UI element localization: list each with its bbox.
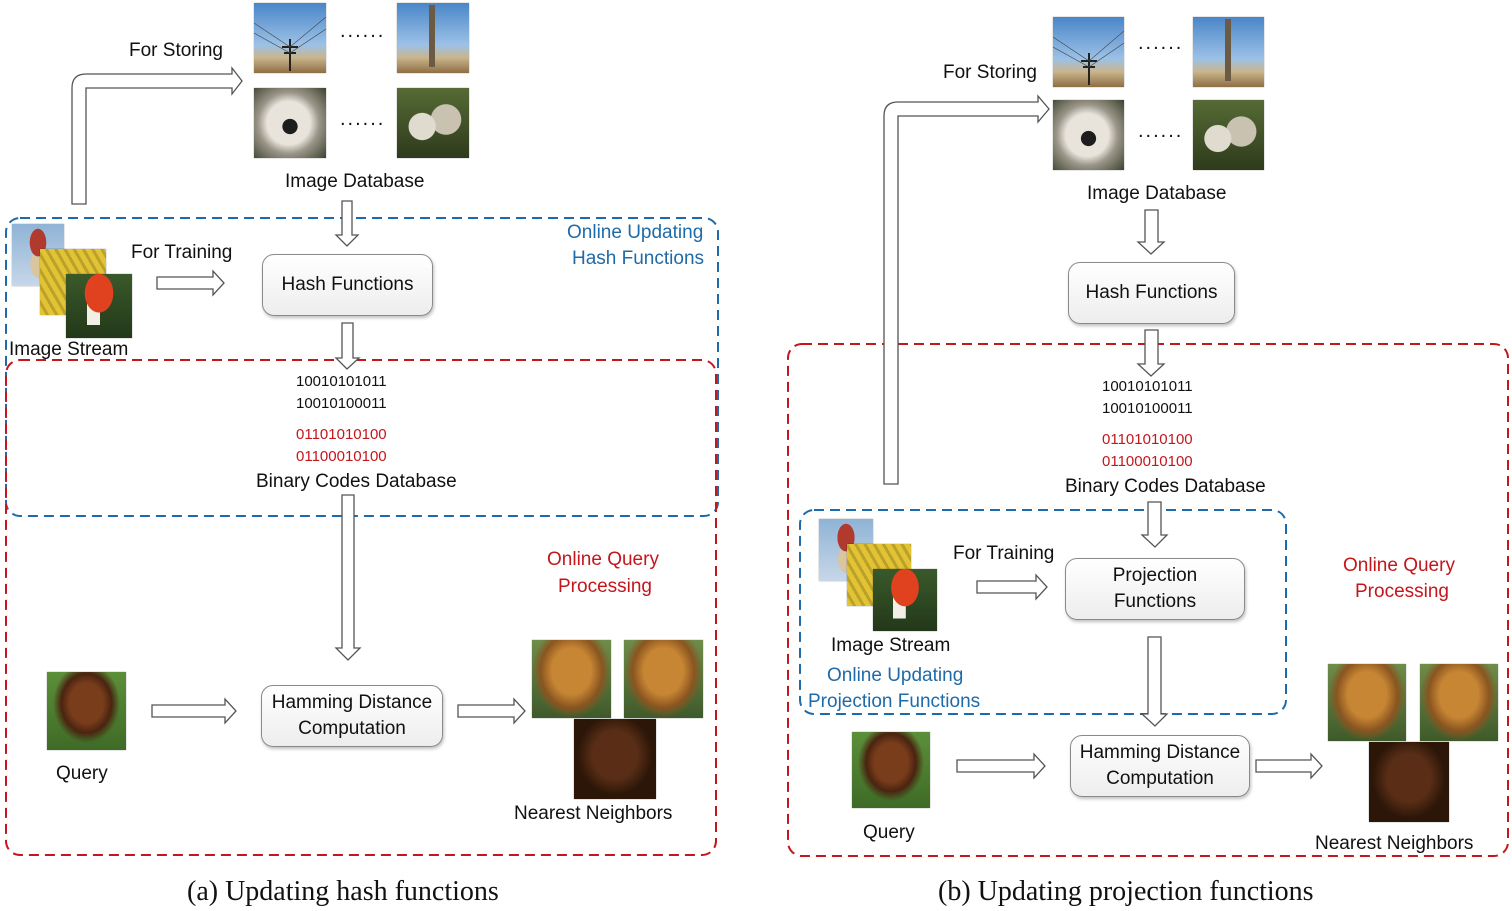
arrow-db-to-hash-b (1136, 209, 1166, 255)
arrow-codes-to-projection-b (1140, 501, 1169, 548)
code-red-2-b: 01100010100 (1102, 453, 1193, 470)
online-query-label-b-line1: Online Query (1343, 555, 1455, 576)
pylon-icon (254, 16, 326, 71)
arrow-hash-to-codes-a (334, 322, 361, 370)
code-red-2-a: 01100010100 (296, 448, 387, 465)
ellipsis-top-a: ...... (340, 20, 386, 42)
image-database-label-b: Image Database (1087, 183, 1227, 204)
code-black-1-b: 10010101011 (1102, 378, 1193, 395)
code-red-1-b: 01101010100 (1102, 431, 1193, 448)
for-training-label-b: For Training (953, 543, 1055, 564)
code-black-2-a: 10010100011 (296, 395, 387, 412)
tower-icon (1225, 19, 1231, 81)
neighbor-image-2-a (624, 640, 703, 718)
stream-image-mushroom-a (66, 274, 132, 338)
neighbor-image-1-a (532, 640, 611, 718)
online-updating-label-b-line1: Online Updating (827, 665, 964, 686)
projection-functions-box-b: Projection Functions (1065, 558, 1245, 620)
for-storing-label-b: For Storing (943, 62, 1037, 83)
storing-arrow-a (71, 66, 243, 205)
neighbor-image-3-a (574, 719, 656, 799)
storing-arrow-b (883, 94, 1050, 485)
binary-codes-database-label-a: Binary Codes Database (256, 471, 457, 492)
projection-label-line1: Projection (1112, 565, 1198, 586)
arrow-projection-to-hamming-b (1140, 636, 1169, 727)
nearest-neighbors-label-b: Nearest Neighbors (1315, 833, 1474, 854)
hash-functions-label-b: Hash Functions (1085, 282, 1218, 303)
code-black-2-b: 10010100011 (1102, 400, 1193, 417)
code-red-1-a: 01101010100 (296, 426, 387, 443)
online-updating-label-a-line1: Online Updating (567, 222, 704, 243)
arrow-training-a (156, 269, 225, 297)
hash-functions-box-b: Hash Functions (1068, 262, 1235, 324)
hamming-label-a-line2: Computation (298, 718, 406, 739)
tower-icon (429, 5, 435, 67)
database-image-monkeys-b (1193, 100, 1264, 170)
pylon-icon (1053, 30, 1124, 85)
projection-label-line2: Functions (1113, 591, 1197, 612)
online-updating-hash-region (5, 217, 719, 517)
query-label-b: Query (863, 822, 915, 843)
hamming-label-b-line2: Computation (1106, 768, 1214, 789)
query-image-b (852, 732, 930, 808)
neighbor-image-2-b (1420, 664, 1498, 741)
arrow-query-to-hamming-a (151, 697, 237, 725)
code-black-1-a: 10010101011 (296, 373, 387, 390)
query-label-a: Query (56, 763, 108, 784)
online-query-region-a (5, 359, 717, 856)
caption-b: (b) Updating projection functions (938, 876, 1314, 907)
arrow-hash-to-codes-b (1136, 329, 1166, 377)
database-image-monkey-b (1053, 100, 1124, 170)
online-query-label-b-line2: Processing (1355, 581, 1449, 602)
query-image-a (47, 672, 126, 750)
for-training-label-a: For Training (131, 242, 233, 263)
ellipsis-bottom-b: ...... (1138, 120, 1184, 142)
hamming-box-b: Hamming Distance Computation (1070, 735, 1250, 797)
arrow-codes-to-hamming-a (334, 494, 362, 661)
arrow-hamming-to-neighbors-b (1255, 752, 1323, 780)
neighbor-image-1-b (1328, 664, 1406, 741)
binary-codes-list-a: 10010101011 10010100011 01101010100 0110… (296, 371, 387, 468)
hash-functions-box-a: Hash Functions (262, 254, 433, 316)
database-image-pylon-a (254, 3, 326, 73)
stream-image-mushroom-b (873, 569, 937, 631)
for-storing-label-a: For Storing (129, 40, 223, 61)
online-updating-label-a-line2: Hash Functions (572, 248, 705, 269)
hamming-box-a: Hamming Distance Computation (261, 685, 443, 747)
online-updating-projection-region (799, 509, 1287, 715)
arrow-training-b (976, 573, 1048, 601)
image-database-label-a: Image Database (285, 171, 425, 192)
arrow-hamming-to-neighbors-a (457, 697, 526, 725)
database-image-tower-a (397, 3, 469, 73)
nearest-neighbors-label-a: Nearest Neighbors (514, 803, 673, 824)
arrow-db-to-hash-a (334, 200, 360, 247)
image-stream-label-b: Image Stream (831, 635, 951, 656)
binary-codes-database-label-b: Binary Codes Database (1065, 476, 1266, 497)
database-image-monkeys-a (397, 88, 469, 158)
neighbor-image-3-b (1369, 742, 1449, 822)
online-updating-label-b-line2: Projection Functions (808, 691, 981, 712)
online-query-label-a-line1: Online Query (547, 549, 659, 570)
arrow-query-to-hamming-b (956, 752, 1046, 780)
database-image-tower-b (1193, 17, 1264, 87)
caption-a: (a) Updating hash functions (187, 876, 499, 907)
image-stream-label-a: Image Stream (9, 339, 129, 360)
database-image-pylon-b (1053, 17, 1124, 87)
hash-functions-label-a: Hash Functions (281, 274, 414, 295)
hamming-label-b-line1: Hamming Distance (1079, 742, 1241, 763)
online-query-label-a-line2: Processing (558, 576, 652, 597)
hamming-label-a-line1: Hamming Distance (271, 692, 433, 713)
ellipsis-top-b: ...... (1138, 32, 1184, 54)
database-image-monkey-a (254, 88, 326, 158)
binary-codes-list-b: 10010101011 10010100011 01101010100 0110… (1102, 376, 1193, 473)
ellipsis-bottom-a: ...... (340, 108, 386, 130)
